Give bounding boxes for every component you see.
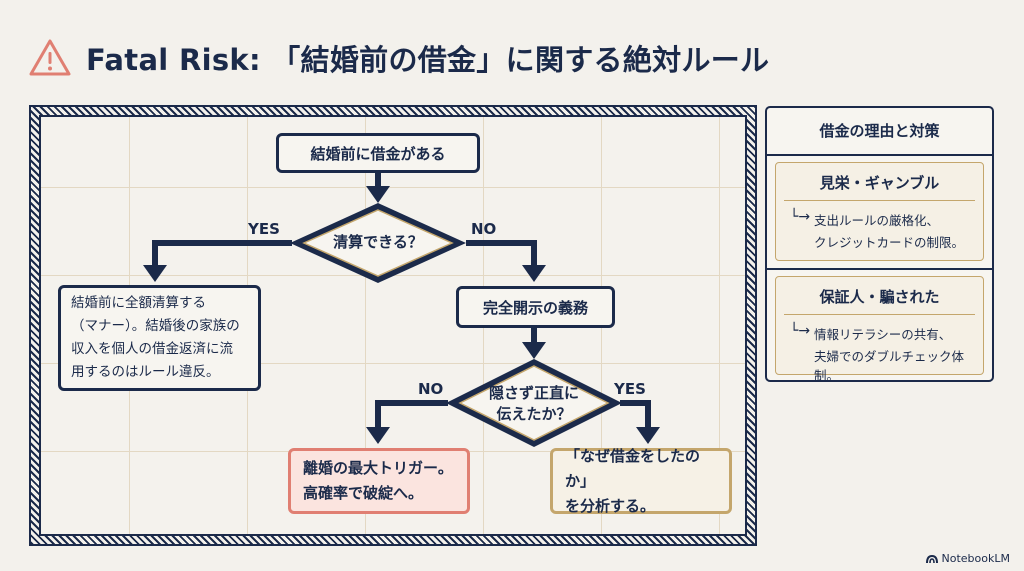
decision-diamond-2 xyxy=(446,359,622,447)
title-text: Fatal Risk: 「結婚前の借金」に関する絶対ルール xyxy=(86,43,770,77)
no-label-1: NO xyxy=(471,220,497,238)
start-node: 結婚前に借金がある xyxy=(276,133,480,173)
decision-2-label: 隠さず正直に 伝えたか？ xyxy=(488,384,579,423)
card-line: クレジットカードの制限。 xyxy=(814,235,965,250)
page-title: Fatal Risk: 「結婚前の借金」に関する絶対ルール xyxy=(28,34,769,82)
reasons-panel: 借金の理由と対策 見栄・ギャンブル └→ 支出ルールの厳格化、 クレジットカード… xyxy=(765,106,994,383)
card-line: 情報リテラシーの共有、 xyxy=(814,327,952,342)
no-label-2: NO xyxy=(418,380,444,398)
card-divider xyxy=(784,314,975,315)
card-title: 保証人・騙された xyxy=(819,288,940,306)
notebooklm-brand: NotebookLM xyxy=(925,552,1010,565)
analyze-reason-node: 「なぜ借金をしたのか」 を分析する。 xyxy=(550,447,732,515)
brand-text: NotebookLM xyxy=(941,552,1010,565)
yes-label-1: YES xyxy=(248,220,280,238)
panel-title: 借金の理由と対策 xyxy=(767,108,992,156)
warning-icon xyxy=(29,39,71,76)
card-divider xyxy=(784,200,975,201)
divorce-trigger-node: 離婚の最大トリガー。 高確率で破綻へ。 xyxy=(288,448,470,514)
full-settlement-node: 結婚前に全額清算する （マナー）。結婚後の家族の 収入を個人の借金返済に流 用す… xyxy=(58,285,261,391)
full-disclosure-node: 完全開示の義務 xyxy=(456,286,615,328)
yes-label-2: YES xyxy=(614,380,646,398)
decision-1-label: 清算できる？ xyxy=(333,233,423,251)
card-title: 見栄・ギャンブル xyxy=(819,174,940,192)
notebooklm-logo-icon xyxy=(925,554,938,563)
decision-diamond-1 xyxy=(290,203,466,283)
corner-arrow-icon: └→ xyxy=(790,323,811,339)
card-vanity-gambling: 見栄・ギャンブル └→ 支出ルールの厳格化、 クレジットカードの制限。 xyxy=(775,162,984,261)
card-line: 支出ルールの厳格化、 xyxy=(814,213,940,228)
card-guarantor-scam: 保証人・騙された └→ 情報リテラシーの共有、 夫婦でのダブルチェック体制。 xyxy=(775,276,984,383)
corner-arrow-icon: └→ xyxy=(790,209,811,225)
card-line: 夫婦でのダブルチェック体制。 xyxy=(814,349,965,383)
panel-separator xyxy=(767,268,992,270)
